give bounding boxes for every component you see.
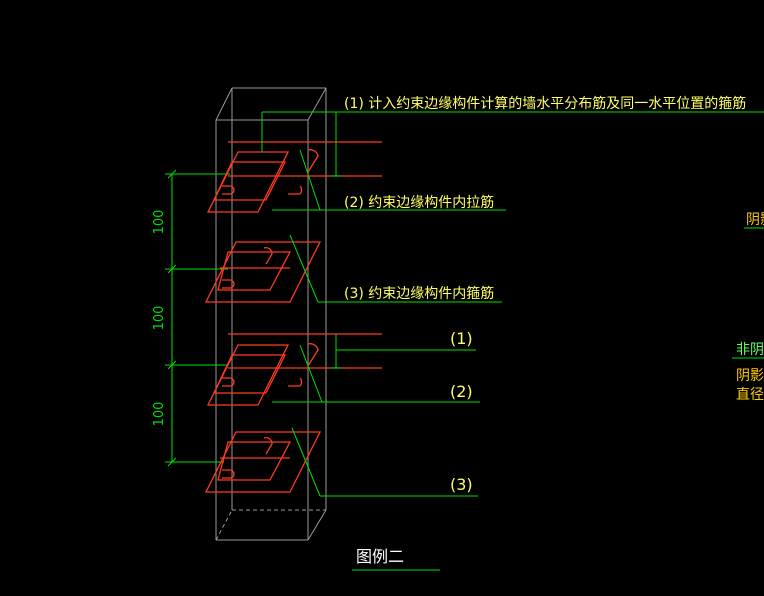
rebar-level-1 (206, 141, 382, 213)
callout-1-label: (1) (450, 329, 473, 348)
rebar-level-4 (204, 431, 322, 493)
rebar-level-3 (206, 333, 382, 406)
side-note-non-shadow: 非阴影 (736, 342, 764, 358)
leader-lines (261, 111, 764, 571)
side-note-diameter: 直径计 (736, 386, 764, 403)
callout-3-label: (3) (450, 475, 473, 494)
note-2-label: (2) 约束边缘构件内拉筋 (344, 194, 494, 211)
column-outline (215, 87, 327, 541)
dimension-chain (165, 169, 230, 467)
side-note-shadow: 阴影 (746, 212, 764, 228)
dimension-label-3: 100 (152, 402, 167, 427)
note-3-label: (3) 约束边缘构件内箍筋 (344, 285, 494, 302)
figure-caption: 图例二 (356, 547, 404, 566)
dimension-label-1: 100 (152, 210, 167, 235)
note-1-label: (1) 计入约束边缘构件计算的墙水平分布筋及同一水平位置的箍筋 (344, 95, 746, 112)
side-note-shadow-zone: 阴影区 (736, 368, 764, 384)
rebar-level-2 (204, 241, 322, 303)
callout-2-label: (2) (450, 382, 473, 401)
dimension-label-2: 100 (152, 306, 167, 331)
